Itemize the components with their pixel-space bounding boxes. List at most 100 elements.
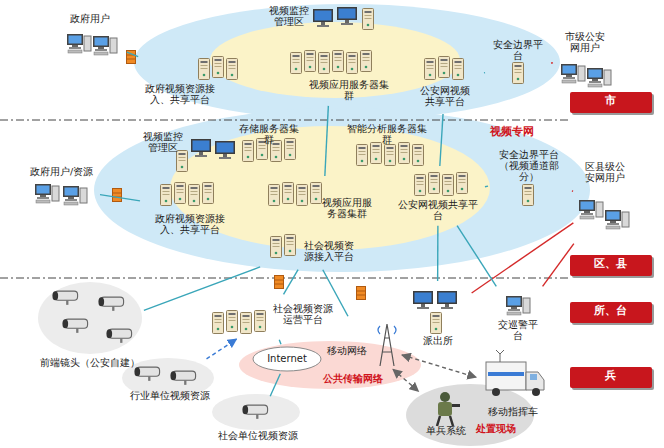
equipment-group: 移动网络 <box>325 318 400 368</box>
server-icon <box>523 185 534 206</box>
equipment-group: 区县级公安网用户 <box>575 160 635 242</box>
server-icon <box>243 141 254 162</box>
equipment-group: 前端镜头（公安自建） <box>40 282 142 378</box>
node-label: 视频专网 <box>486 126 538 139</box>
node-label: Internet <box>263 353 311 365</box>
server-icon <box>347 53 358 74</box>
camera-cloud <box>212 394 300 430</box>
server-icon <box>385 145 396 166</box>
server-icon <box>333 51 344 72</box>
camera-icon <box>98 297 123 311</box>
node-label: 社会单位视频资源 <box>208 431 308 442</box>
equipment-group: 政府用户 <box>55 12 125 62</box>
server-icon <box>311 183 322 204</box>
server-icon <box>431 313 442 334</box>
node-label: 政府视频资源接入、共享平台 <box>144 84 216 106</box>
node-label: 所、台 <box>570 305 650 318</box>
server-icon <box>371 143 382 164</box>
server-icon <box>213 57 224 78</box>
server-icon <box>297 185 308 206</box>
node-label: 移动网络 <box>327 346 367 357</box>
ellipse-shape <box>239 341 421 389</box>
server-icon <box>457 173 468 194</box>
server-icon <box>453 59 464 80</box>
server-icon <box>255 311 266 332</box>
equipment-group: 视频应用服务器集群 <box>265 42 395 104</box>
server-icon <box>513 63 524 84</box>
camera-icon <box>52 291 77 305</box>
connector-line <box>284 270 299 295</box>
node-label: 安全边界平台 <box>489 40 547 62</box>
server-icon <box>285 235 296 256</box>
equipment-group: 政府视频资源接入、共享平台 <box>140 50 255 112</box>
connector-line <box>551 62 553 64</box>
server-icon <box>305 51 316 72</box>
equipment-group: 安全边界平台 <box>487 38 549 92</box>
equipment-group: 社会单位视频资源 <box>205 398 312 446</box>
server-icon <box>319 53 330 74</box>
equipment-group: 政府用户/资源 <box>25 165 98 212</box>
node-label: 区县级公安网用户 <box>585 162 625 184</box>
server-icon <box>227 311 238 332</box>
command-truck <box>486 350 544 396</box>
tier-tag: 市 <box>570 92 652 113</box>
tier-tag: 所、台 <box>570 302 652 323</box>
connector-line <box>437 226 439 281</box>
server-icon <box>439 57 450 78</box>
node-label: 公安网视频共享平台 <box>420 86 470 108</box>
server-icon <box>429 173 440 194</box>
node-label: 市级公安网用户 <box>565 32 605 54</box>
node-label: 前端镜头（公安自建） <box>40 358 140 369</box>
equipment-group: 单兵系统 <box>420 386 472 444</box>
user-pc-icon <box>561 64 585 83</box>
server-icon <box>161 185 172 206</box>
server-icon <box>269 185 280 206</box>
camera-icon <box>62 319 87 333</box>
equipment-group: 视频监控管理区 <box>265 2 380 42</box>
node-label: 区、县 <box>570 258 650 271</box>
equipment-group: 存储服务器集群 <box>232 122 305 168</box>
connector-line <box>484 72 485 74</box>
node-label: 智能分析服务器集群 <box>343 124 431 146</box>
node-label: 公安网视频共享平台 <box>394 200 482 222</box>
firewall-icon <box>357 287 366 300</box>
node-label: 社会视频资源接入平台 <box>300 241 358 263</box>
user-pc-icon <box>63 186 87 205</box>
server-icon <box>271 237 282 258</box>
camera-icon <box>170 371 195 385</box>
user-pc-icon <box>35 184 59 203</box>
internet-cloud: Internet <box>252 346 322 372</box>
user-pc-icon <box>587 68 611 87</box>
equipment-group: 智能分析服务器集群 <box>342 122 432 172</box>
equipment-group: 派出所 <box>405 283 470 350</box>
node-label: 视频应用服务器集群 <box>305 80 393 102</box>
tier-tag: 区、县 <box>570 255 652 276</box>
monitor-icon <box>413 291 433 309</box>
server-icon <box>175 183 186 204</box>
server-icon <box>413 145 424 166</box>
node-label: 存储服务器集群 <box>234 124 303 146</box>
node-label: 处置现场 <box>475 423 517 435</box>
server-icon <box>283 183 294 204</box>
server-icon <box>415 175 426 196</box>
server-icon <box>425 59 436 80</box>
user-pc-icon <box>605 210 629 229</box>
server-icon <box>177 151 188 172</box>
node-label: 派出所 <box>406 336 469 347</box>
server-icon <box>443 175 454 196</box>
node-label: 交巡警平台 <box>498 320 538 342</box>
camera-cloud <box>38 282 142 354</box>
monitor-icon <box>437 291 457 309</box>
connector-line <box>207 339 237 359</box>
server-icon <box>285 139 296 160</box>
equipment-group: 社会视频资源运营平台 <box>205 296 335 338</box>
node-label: 兵 <box>570 370 650 383</box>
node-label: 政府用户 <box>60 14 120 25</box>
node-label: 单兵系统 <box>423 426 469 437</box>
equipment-group: 社会视频资源接入平台 <box>262 228 360 268</box>
cloud-shape <box>134 4 560 120</box>
server-icon <box>203 183 214 204</box>
node-label: 社会视频资源运营平台 <box>273 304 333 326</box>
node-label: 视频监控管理区 <box>269 6 309 28</box>
